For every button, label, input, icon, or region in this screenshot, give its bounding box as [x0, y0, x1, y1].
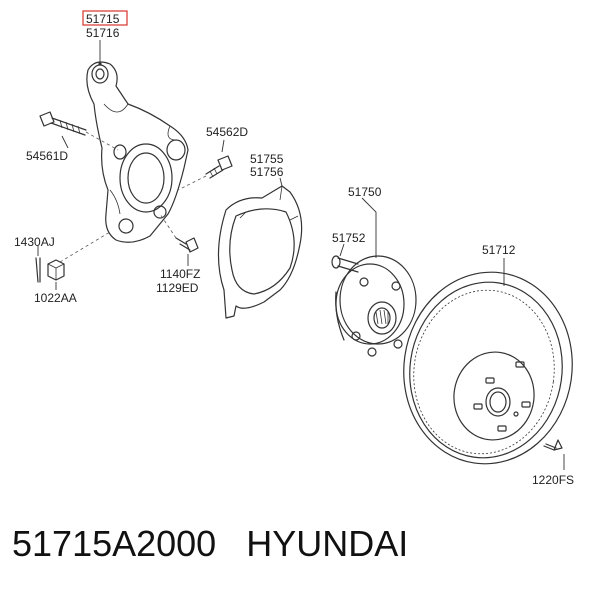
label-51756: 51756	[250, 165, 284, 179]
cotter-pin-1430aj[interactable]	[35, 257, 41, 283]
label-51715: 51715	[86, 12, 120, 26]
bolt-1140fz[interactable]	[175, 237, 199, 253]
screw-1220fs[interactable]	[543, 439, 563, 451]
label-51752: 51752	[332, 231, 366, 245]
highlight-box	[82, 10, 128, 26]
dust-shield[interactable]	[217, 185, 303, 319]
brand-name: HYUNDAI	[246, 523, 409, 564]
part-caption: 51715A2000 HYUNDAI	[12, 523, 408, 565]
part-number: 51715A2000	[12, 523, 217, 564]
wheel-hub[interactable]	[335, 255, 417, 357]
label-51750: 51750	[348, 185, 382, 199]
brake-disc[interactable]	[391, 261, 584, 475]
label-51755: 51755	[250, 152, 284, 166]
label-1140fz: 1140FZ	[160, 267, 200, 281]
label-51712: 51712	[482, 243, 516, 257]
steering-knuckle[interactable]	[86, 61, 189, 243]
label-51716: 51716	[86, 26, 120, 40]
label-54561d: 54561D	[26, 149, 68, 163]
nut-1022aa[interactable]	[47, 259, 65, 281]
label-1129ed: 1129ED	[156, 281, 199, 295]
bolt-54561d[interactable]	[39, 111, 87, 136]
label-54562d: 54562D	[206, 125, 248, 139]
label-1430aj: 1430AJ	[14, 235, 55, 249]
hub-bolt-51752[interactable]	[331, 255, 359, 273]
label-1220fs: 1220FS	[532, 473, 574, 487]
exploded-parts-diagram: 51715 51716 54561D 54562D 51755 51756 51…	[14, 10, 584, 487]
bolt-54562d[interactable]	[205, 155, 233, 179]
label-1022aa: 1022AA	[34, 291, 77, 305]
